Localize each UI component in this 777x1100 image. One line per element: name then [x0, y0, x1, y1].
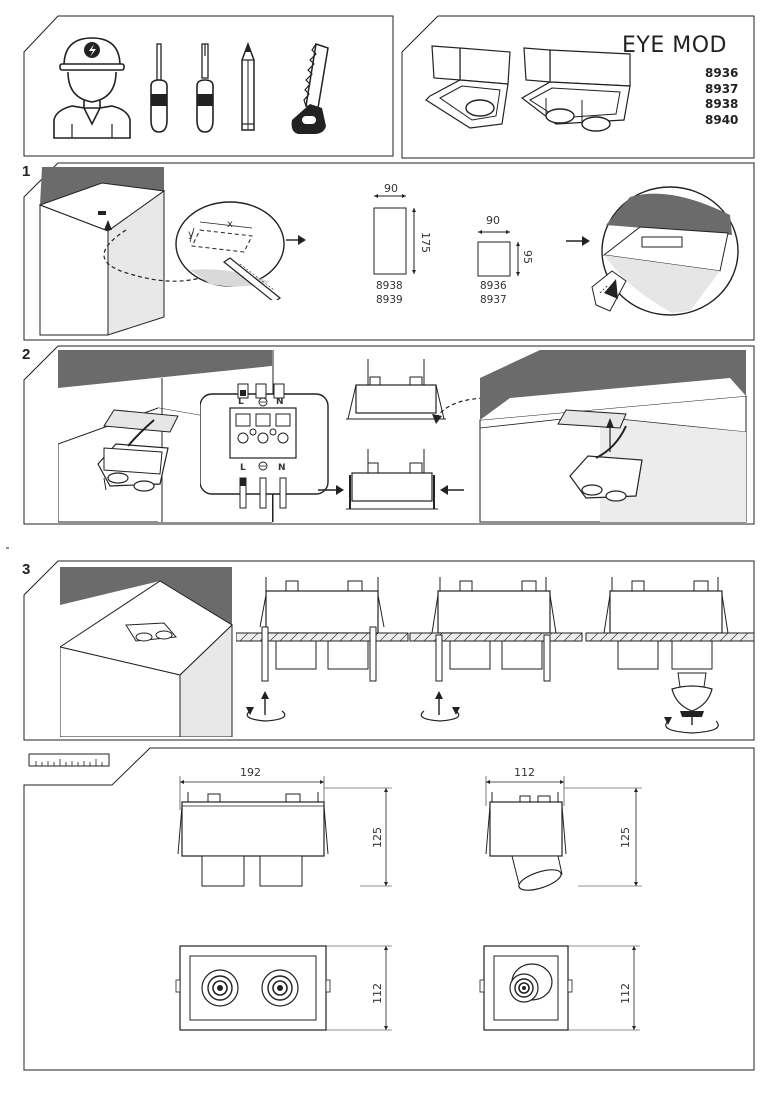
single-depth-label: 112: [619, 983, 632, 1004]
step-number: 3: [22, 561, 31, 578]
cutout-small-width: 90: [486, 214, 500, 227]
double-top-view: [175, 945, 392, 1031]
step-number: 1: [22, 163, 31, 180]
terminal-block-icon: [200, 383, 329, 509]
step1-cut-detail: [566, 186, 739, 316]
single-width-label: 112: [514, 766, 535, 779]
single-height-label: 125: [619, 827, 632, 848]
cutout-large-height: 175: [419, 232, 432, 253]
step1-ceiling-illustration: [38, 167, 166, 336]
step3-fixing-sequence: [236, 577, 754, 734]
product-code: 8936: [705, 66, 739, 80]
cutout-code: 8939: [376, 293, 403, 306]
cutout-small-codes: 8936 8937: [480, 280, 507, 307]
single-top-view: [479, 945, 640, 1031]
cutout-code: 8938: [376, 280, 403, 292]
step1-measure-detail: [103, 201, 306, 300]
double-front-view: [177, 776, 392, 887]
terminal-label-l-top: L: [238, 397, 244, 407]
terminal-label-n-top: N: [276, 397, 284, 407]
pencil-icon: [241, 42, 255, 131]
saw-icon: [291, 43, 329, 134]
cutout-small-height: 95: [521, 250, 534, 264]
ruler-icon: [28, 753, 110, 767]
cutout-small-diagram: [477, 230, 520, 277]
cutout-large-codes: 8938 8939: [376, 280, 403, 307]
step3-ceiling-illustration: [60, 567, 233, 737]
cutout-code: 8936: [480, 280, 507, 292]
product-code: 8940: [705, 112, 739, 127]
double-depth-label: 112: [371, 983, 384, 1004]
terminal-label-n-bottom: N: [278, 463, 286, 473]
measure-label-x: x: [227, 219, 233, 230]
step2-housing-open: [346, 359, 446, 420]
step2-housing-closed: [318, 449, 464, 510]
terminal-label-l-bottom: L: [240, 463, 246, 473]
double-width-label: 192: [240, 766, 261, 779]
single-front-view: [485, 776, 642, 891]
cutout-large-width: 90: [384, 182, 398, 195]
product-housings-illustration: [425, 45, 631, 132]
cutout-large-diagram: [373, 194, 416, 275]
screwdriver-flat-icon: [150, 43, 168, 133]
electrician-icon: [53, 37, 131, 139]
step2-install-illustration: [432, 350, 747, 523]
cutout-code: 8937: [480, 293, 507, 306]
product-title: EYE MOD: [622, 33, 727, 58]
measure-label-y: y: [188, 229, 194, 240]
double-height-label: 125: [371, 827, 384, 848]
product-codes: 8936 8937 8938 8940: [705, 66, 739, 128]
screwdriver-phillips-icon: [196, 43, 214, 133]
step-number: 2: [22, 346, 31, 363]
product-code: 8937: [705, 81, 739, 96]
product-code: 8938: [705, 97, 739, 111]
